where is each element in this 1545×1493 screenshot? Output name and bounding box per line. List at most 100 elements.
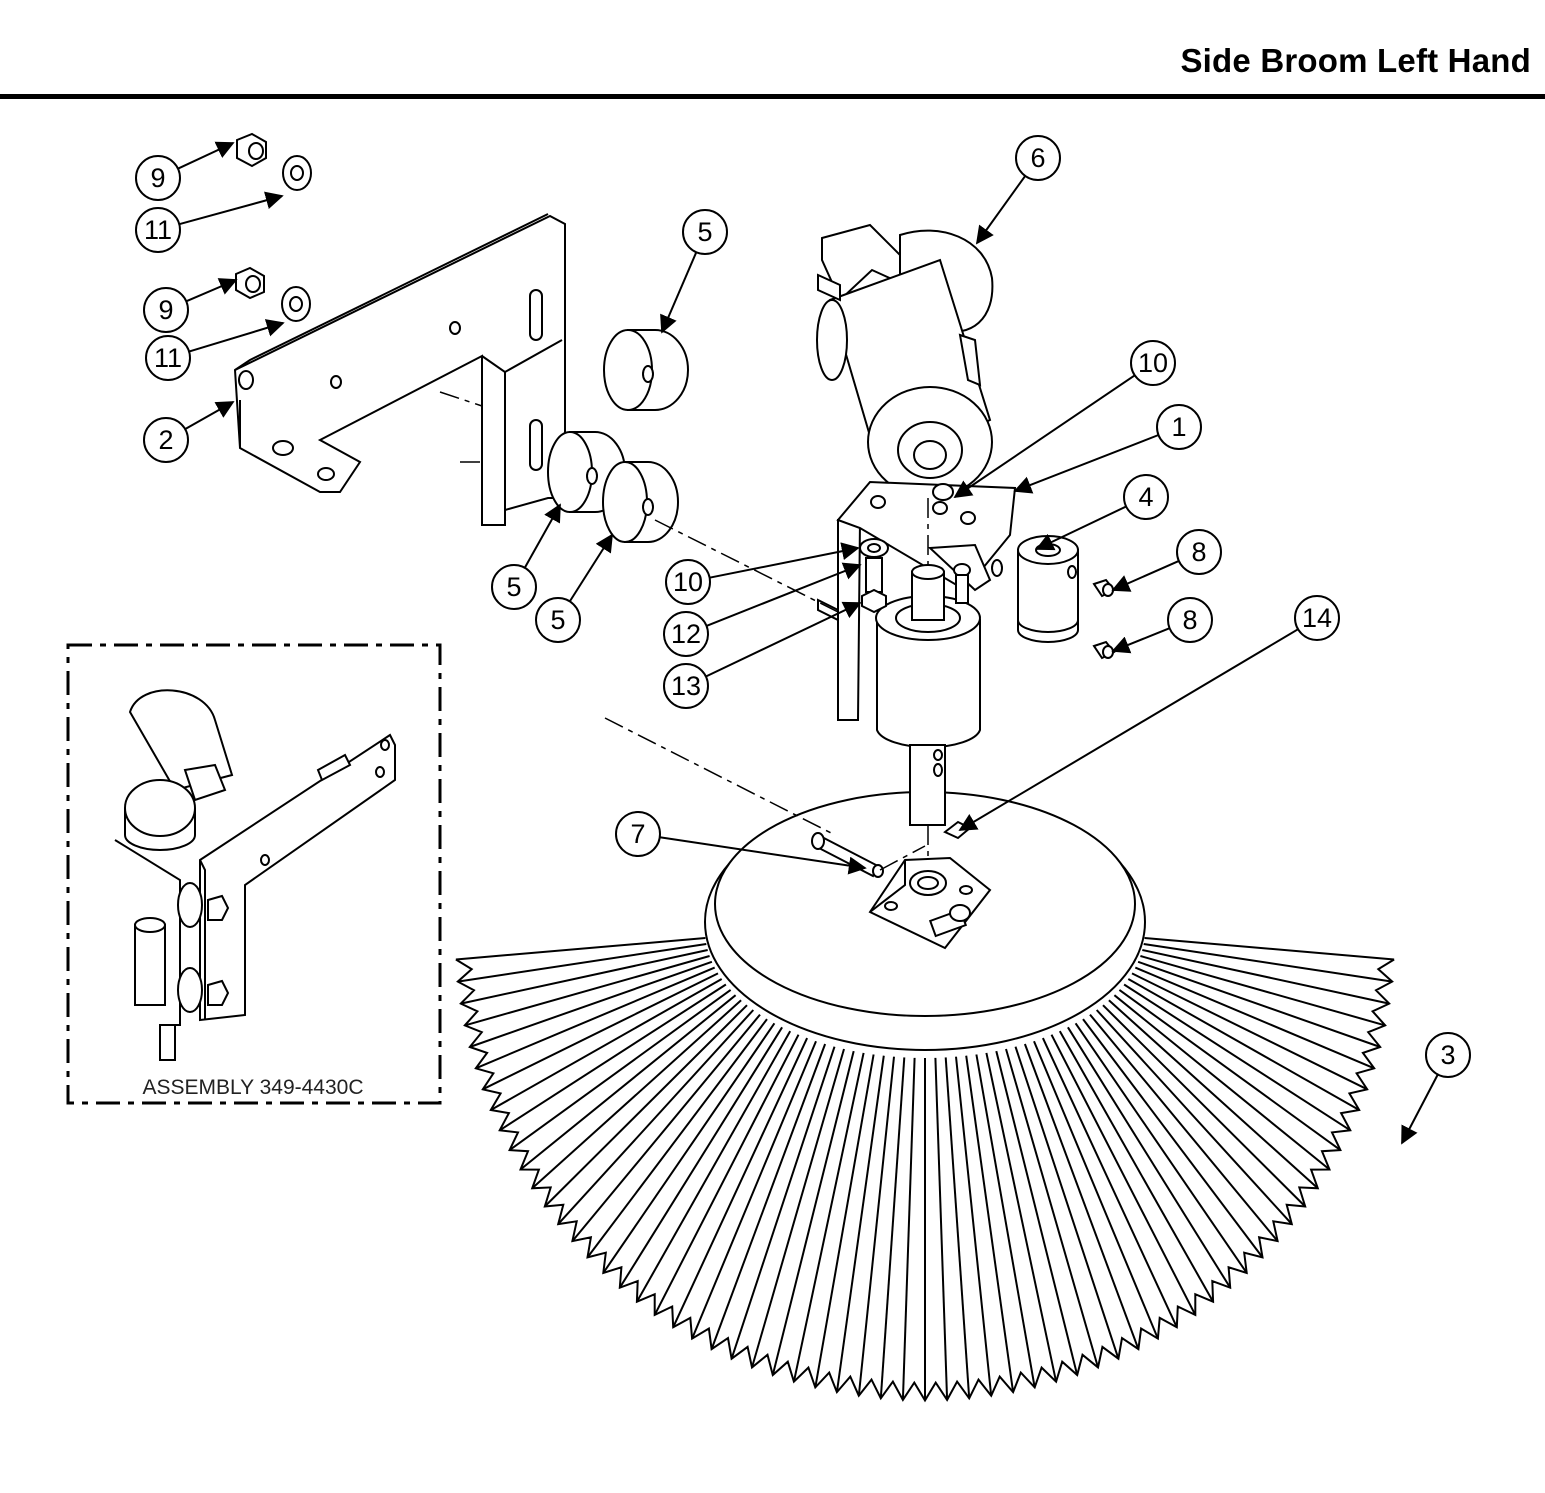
bristle-line (1067, 1026, 1232, 1289)
callout-5: 5 (660, 209, 728, 334)
leader-line (1013, 434, 1159, 494)
bristle-line (835, 1055, 885, 1393)
bristle-line (1137, 960, 1381, 1048)
callout-balloon (665, 559, 711, 605)
leader-line (188, 319, 285, 353)
leader-line (1111, 627, 1170, 654)
callout-balloon (1176, 529, 1222, 575)
bristle-line (1127, 978, 1360, 1111)
callout-number: 14 (1302, 603, 1332, 633)
bristle-line (691, 1040, 817, 1339)
bristle-line (771, 1050, 855, 1376)
bristle-line (710, 1043, 827, 1350)
mounting-bracket (233, 213, 566, 526)
bristle-line (1118, 989, 1341, 1151)
callout-9: 9 (143, 278, 238, 333)
callout-balloon (1156, 404, 1202, 450)
broom-bristles (455, 937, 1395, 1403)
bristle-line (1089, 1013, 1279, 1242)
bristle-line (499, 983, 727, 1132)
coupler-4 (1017, 535, 1079, 643)
bristle-line (1023, 1043, 1140, 1350)
bristle-line (490, 978, 723, 1111)
callout-12: 12 (663, 562, 862, 657)
leader-line (184, 401, 235, 430)
callout-balloon (1294, 595, 1340, 641)
inset-assembly-view: ASSEMBLY 349-4430C (66, 643, 442, 1105)
bristle-line (618, 1026, 783, 1289)
callout-balloon (535, 597, 581, 643)
bristle-line (460, 949, 708, 1005)
callout-number: 5 (506, 572, 521, 602)
bristle-line (944, 1057, 971, 1399)
leader-line (659, 836, 867, 875)
callout-8: 8 (1111, 597, 1213, 654)
bristle-line (879, 1057, 906, 1399)
bristle-line (636, 1030, 792, 1303)
bristle-line (457, 943, 707, 983)
bumpers-5 (547, 329, 689, 543)
callout-number: 10 (1138, 348, 1168, 378)
bolts-10-12-13 (859, 483, 971, 614)
bristle-line (672, 1037, 809, 1328)
callout-number: 5 (550, 605, 565, 635)
bristle-line (1095, 1009, 1293, 1225)
callout-number: 3 (1440, 1040, 1455, 1070)
callout-balloon (145, 335, 191, 381)
shaft-housing (875, 564, 981, 826)
bristle-line (602, 1022, 776, 1274)
bristle-line (1113, 994, 1331, 1171)
inset-drawing (114, 689, 396, 1061)
callout-balloon (663, 663, 709, 709)
callout-9: 9 (135, 141, 235, 201)
bristle-line (653, 1034, 800, 1316)
bristle-line (469, 960, 713, 1048)
callout-13: 13 (663, 601, 862, 709)
hardware-nuts-washers (235, 132, 312, 322)
leader-line (568, 533, 613, 602)
callout-balloon (1015, 135, 1061, 181)
callout-number: 2 (158, 425, 173, 455)
callout-1: 1 (1013, 404, 1202, 494)
bristle-line (955, 1056, 993, 1396)
leader-line (177, 141, 235, 170)
bristle-line (1143, 943, 1393, 983)
callout-number: 1 (1171, 412, 1186, 442)
callout-balloon (1425, 1032, 1471, 1078)
bristle-line (519, 994, 737, 1171)
bristle-line (792, 1052, 865, 1382)
callout-number: 9 (158, 295, 173, 325)
callout-number: 13 (671, 671, 701, 701)
bristle-line (1005, 1048, 1099, 1368)
callout-balloon (1167, 597, 1213, 643)
inset-caption: ASSEMBLY 349-4430C (142, 1076, 363, 1099)
leader-line (958, 628, 1299, 831)
callout-number: 9 (150, 163, 165, 193)
callout-balloon (682, 209, 728, 255)
bristle-line (531, 999, 742, 1190)
callout-number: 8 (1182, 605, 1197, 635)
bristle-line (475, 966, 716, 1070)
bristle-line (1082, 1018, 1264, 1259)
broom-hub (868, 856, 992, 950)
leader-line (185, 278, 238, 303)
callout-2: 2 (143, 401, 235, 463)
bristle-line (857, 1056, 895, 1396)
bristle-line (1144, 937, 1395, 961)
bristle-line (1108, 999, 1319, 1190)
bristle-line (1050, 1034, 1197, 1316)
center-lines (439, 391, 929, 871)
bristle-line (985, 1052, 1058, 1382)
callout-11: 11 (135, 191, 284, 253)
callout-number: 12 (671, 619, 701, 649)
callout-number: 7 (630, 819, 645, 849)
leader-line (660, 251, 698, 334)
bristle-line (751, 1048, 845, 1368)
callout-14: 14 (958, 595, 1340, 831)
bristle-line (934, 1057, 949, 1400)
leader-line (523, 503, 561, 569)
bristle-line (1074, 1022, 1248, 1274)
callout-balloon (143, 287, 189, 333)
leader-line (705, 601, 862, 678)
callout-balloon (135, 155, 181, 201)
